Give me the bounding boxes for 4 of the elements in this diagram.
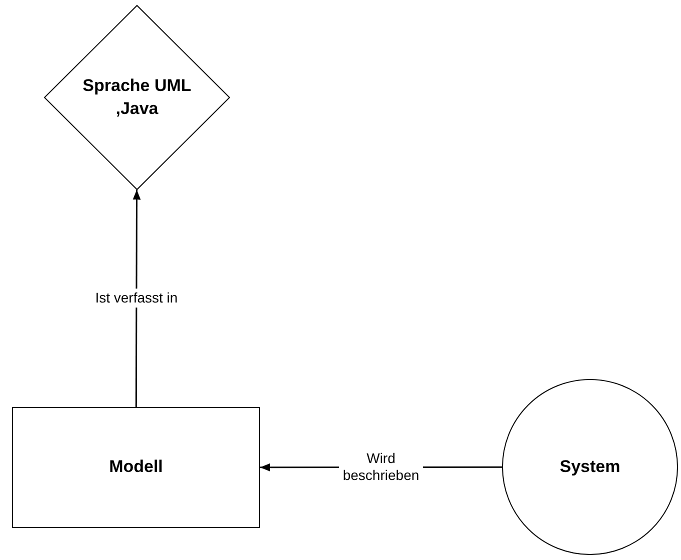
arrow	[132, 190, 141, 407]
node-label: System	[560, 456, 620, 478]
node-label: Sprache UML ,Java	[82, 75, 192, 120]
node-label: Modell	[109, 456, 163, 478]
